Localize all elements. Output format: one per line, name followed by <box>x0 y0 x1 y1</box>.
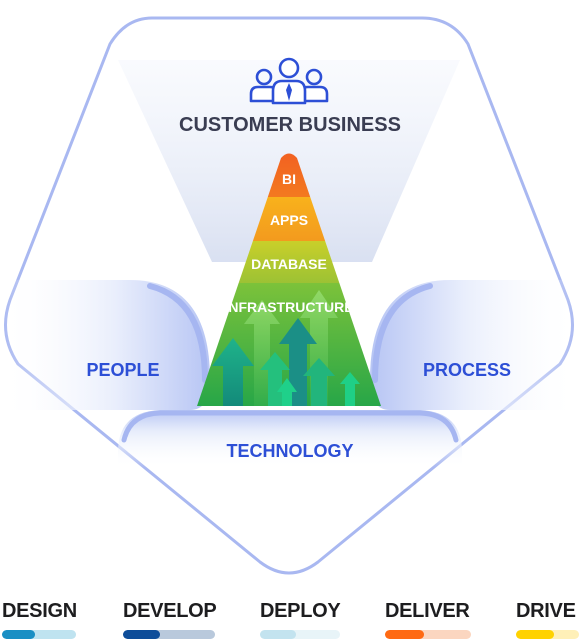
growth-arrows-faint <box>244 290 338 406</box>
apps-label: APPS <box>270 212 308 228</box>
infrastructure-label: INFRASTRUCTURE <box>224 299 353 315</box>
legend-bar-design <box>2 630 76 639</box>
legend-label-develop: DEVELOP <box>123 600 217 622</box>
legend-bar-deliver <box>385 630 471 639</box>
legend-bar-develop <box>123 630 215 639</box>
it-stack-diagram: CUSTOMER BUSINESS <box>0 16 579 575</box>
process-label: PROCESS <box>423 360 511 380</box>
growth-arrows <box>212 318 360 406</box>
legend-label-deliver: DELIVER <box>385 600 470 622</box>
people-label: PEOPLE <box>86 360 159 380</box>
people-group-icon <box>249 57 329 105</box>
legend-bar-drive <box>516 630 579 639</box>
legend-label-design: DESIGN <box>2 600 77 622</box>
customer-business-title: CUSTOMER BUSINESS <box>179 114 401 136</box>
technology-label: TECHNOLOGY <box>226 441 353 461</box>
lifecycle-legend: DESIGN DEVELOP DEPLOY DELIVER DRIVE <box>0 596 579 641</box>
database-label: DATABASE <box>251 256 327 272</box>
legend-label-drive: DRIVE <box>516 600 576 622</box>
legend-bar-deploy <box>260 630 340 639</box>
process-pillar <box>370 280 579 410</box>
technology-pillar <box>118 410 462 468</box>
bi-label: BI <box>282 171 296 187</box>
legend-label-deploy: DEPLOY <box>260 600 341 622</box>
people-pillar <box>0 280 210 410</box>
